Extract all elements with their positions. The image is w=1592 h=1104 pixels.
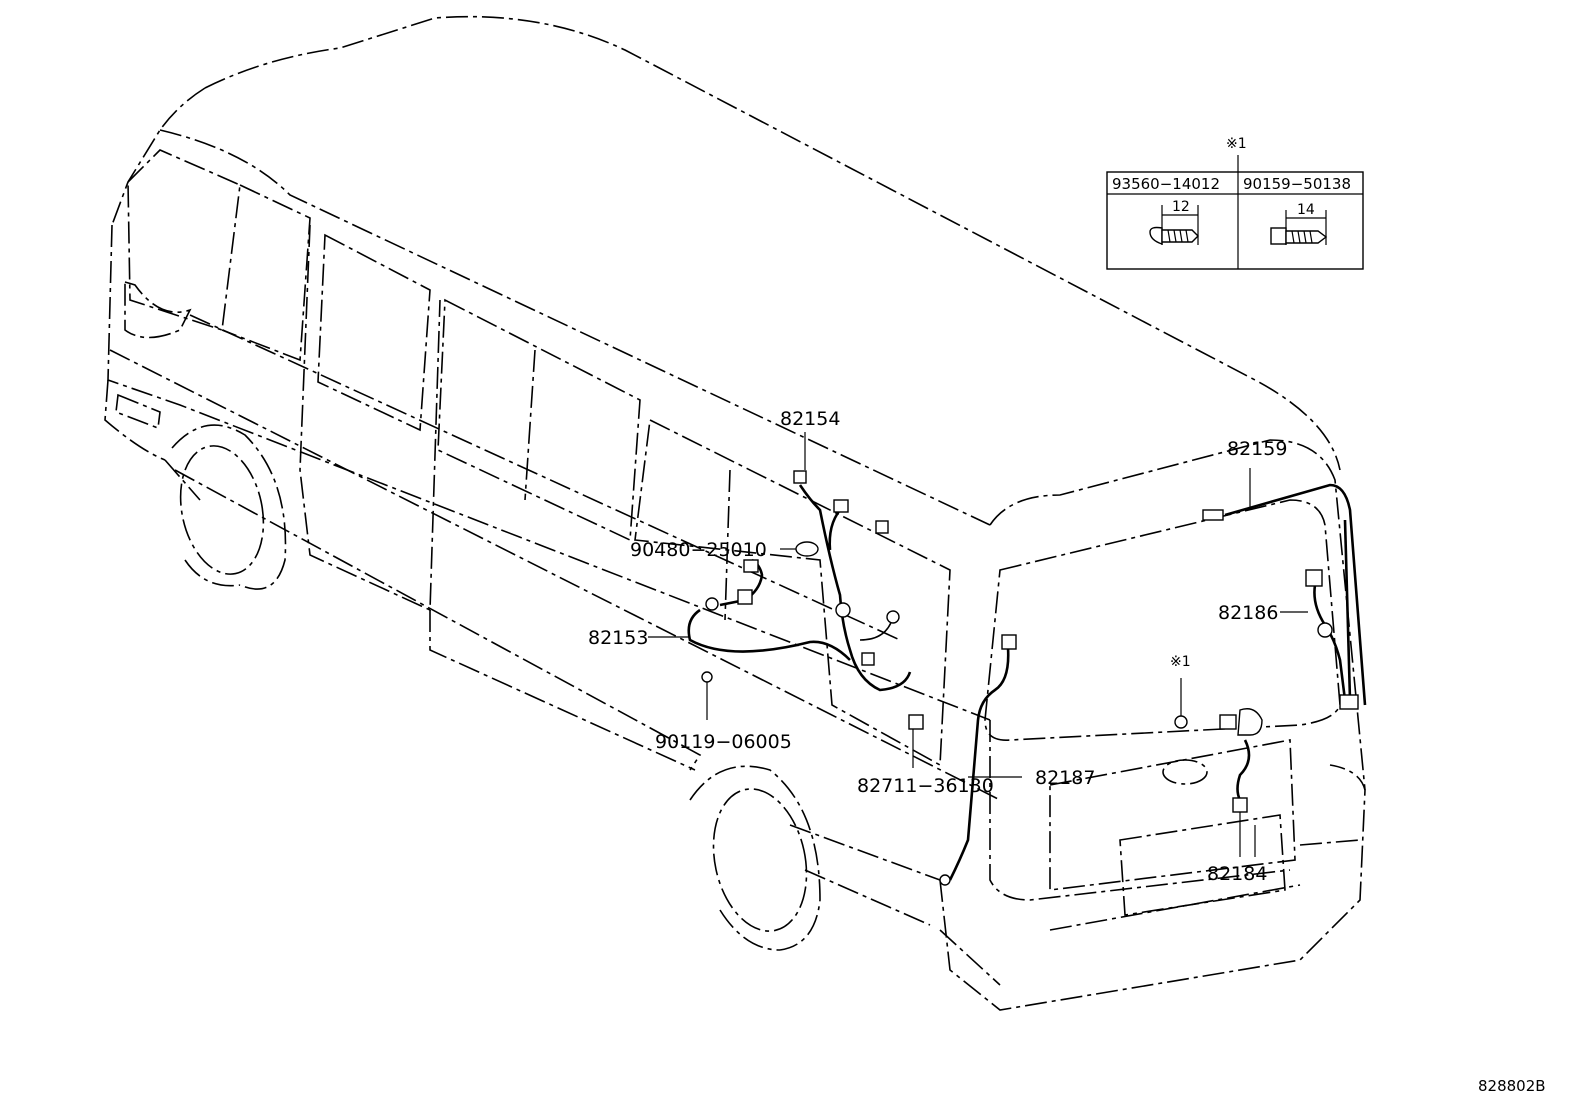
callout-90480-25010: 90480−25010 xyxy=(630,539,767,561)
callout-82187: 82187 xyxy=(1035,767,1095,789)
wire-harness-82154 xyxy=(793,470,912,692)
fastener-table: ※1 93560−14012 90159−50138 12 14 xyxy=(1106,136,1364,270)
callout-82153: 82153 xyxy=(588,627,648,649)
table-part-no-2: 90159−50138 xyxy=(1243,175,1351,193)
van-body-outline xyxy=(104,15,1366,1011)
callout-82711-36130: 82711−36130 xyxy=(857,775,994,797)
table-mark: ※1 xyxy=(1226,136,1247,152)
wire-harness-82184 xyxy=(1219,708,1263,813)
table-dim-1: 12 xyxy=(1172,199,1190,215)
leader-lines xyxy=(648,432,1308,857)
callout-82186: 82186 xyxy=(1218,602,1278,624)
callout-82159: 82159 xyxy=(1227,438,1287,460)
callout-82154: 82154 xyxy=(780,408,840,430)
fasteners xyxy=(701,541,1188,730)
screw-90159-icon xyxy=(1270,210,1328,245)
table-part-no-1: 93560−14012 xyxy=(1112,175,1220,193)
callout-note-1: ※1 xyxy=(1170,654,1191,670)
wire-harness-82153 xyxy=(687,558,900,661)
screw-93560-icon xyxy=(1149,205,1199,245)
callout-labels: 82154 82159 90480−25010 82186 82153 9011… xyxy=(588,408,1287,885)
callout-90119-06005: 90119−06005 xyxy=(655,731,792,753)
table-dim-2: 14 xyxy=(1297,202,1315,218)
figure-code: 828802B xyxy=(1478,1077,1546,1095)
wire-harness-82159 xyxy=(1202,483,1367,706)
wire-harness-82186 xyxy=(1305,569,1359,710)
wire-harness-82187 xyxy=(939,634,1017,886)
callout-82184: 82184 xyxy=(1207,863,1267,885)
